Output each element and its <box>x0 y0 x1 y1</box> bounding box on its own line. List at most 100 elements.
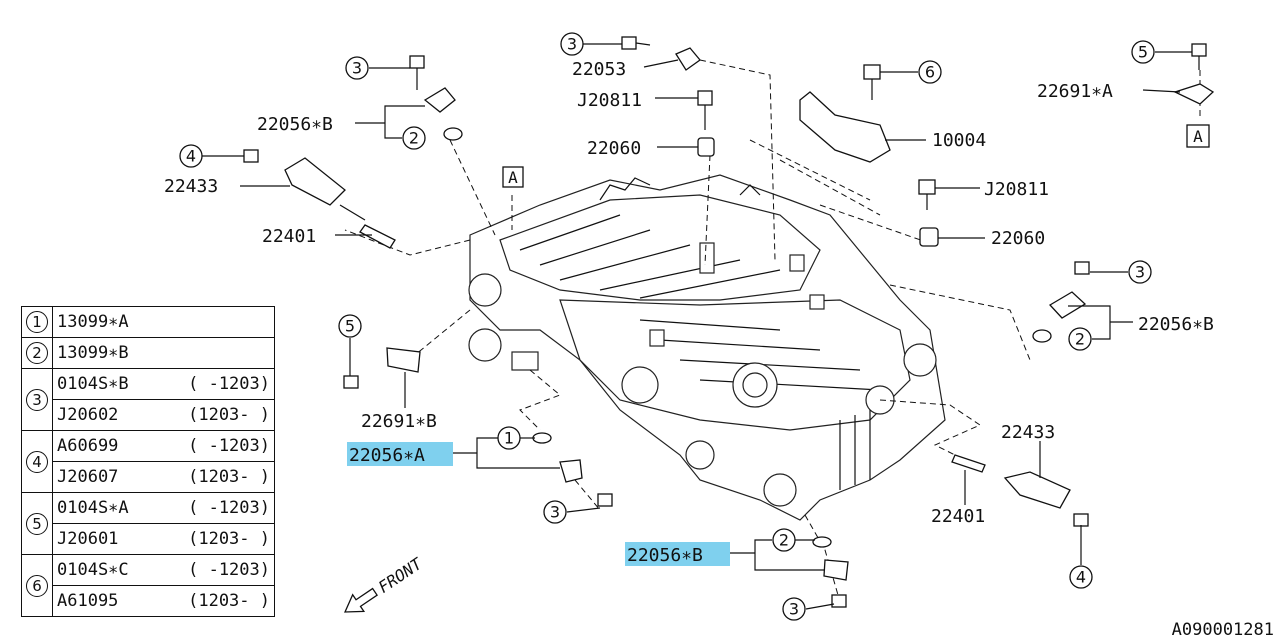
legend-part-code[interactable]: 13099∗B <box>57 343 129 363</box>
legend-callout-number: 4 <box>21 430 53 493</box>
label-22056b-bottom[interactable]: 22056∗B <box>627 545 703 566</box>
legend-date-range: (1203- ) <box>188 467 270 487</box>
legend-part-number[interactable]: J20607 (1203- ) <box>52 461 275 493</box>
label-22060-b[interactable]: 22060 <box>991 228 1045 249</box>
part-ignition-coil-left <box>243 149 366 221</box>
svg-text:4: 4 <box>186 147 196 166</box>
legend-callout-circle: 6 <box>26 574 48 597</box>
label-22691b[interactable]: 22691∗B <box>361 411 437 432</box>
legend-part-number[interactable]: 13099∗A <box>52 306 275 338</box>
label-10004[interactable]: 10004 <box>932 130 986 151</box>
legend-part-code[interactable]: J20602 <box>57 405 119 425</box>
label-22401-right[interactable]: 22401 <box>931 506 985 527</box>
legend-part-code[interactable]: J20607 <box>57 467 119 487</box>
legend-callout-number: 1 <box>21 306 53 338</box>
legend-part-code[interactable]: A61095 <box>57 591 119 611</box>
legend-row: J20602 (1203- ) <box>22 399 275 431</box>
part-bracket-22691a <box>1173 83 1215 105</box>
legend-row: 3 0104S∗B ( -1203) <box>21 368 275 431</box>
label-22060-a[interactable]: 22060 <box>587 138 641 159</box>
legend-row: J20601(1203- ) <box>22 523 275 555</box>
legend-callout-number: 5 <box>21 492 53 555</box>
part-bracket-10004 <box>799 64 891 163</box>
part-ignition-coil-right <box>1003 471 1089 527</box>
svg-text:3: 3 <box>789 600 799 619</box>
legend-row: A61095 (1203- ) <box>22 585 275 617</box>
callout-5-left: 5 <box>338 314 362 338</box>
label-22433-right[interactable]: 22433 <box>1001 422 1055 443</box>
legend-part-code[interactable]: 0104S∗A <box>57 498 129 518</box>
callout-3-bottom: 3 <box>782 597 806 621</box>
legend-date-range: (1203- ) <box>188 591 270 611</box>
dashed-leader-lines <box>344 59 1201 596</box>
legend-callout-number: 2 <box>21 337 53 369</box>
svg-text:6: 6 <box>925 63 935 82</box>
label-22056b-right[interactable]: 22056∗B <box>1138 314 1214 335</box>
legend-part-number[interactable]: 0104S∗C( -1203) <box>52 554 275 586</box>
legend-row: J20607 (1203- ) <box>22 461 275 493</box>
ref-box-a-engine: A <box>502 166 524 188</box>
legend-date-range: ( -1203) <box>188 374 270 394</box>
legend-part-code[interactable]: A60699 <box>57 436 119 456</box>
part-spark-plug-left <box>359 224 396 249</box>
part-cam-sensor-bottom <box>812 536 849 608</box>
svg-text:3: 3 <box>550 503 560 522</box>
svg-text:2: 2 <box>409 129 419 148</box>
legend-part-number[interactable]: J20601(1203- ) <box>52 523 275 555</box>
label-22401-left[interactable]: 22401 <box>262 226 316 247</box>
label-j20811-b[interactable]: J20811 <box>984 179 1049 200</box>
callout-4-right: 4 <box>1069 565 1093 589</box>
callout-5-top: 5 <box>1131 40 1155 64</box>
legend-part-code[interactable]: 0104S∗C <box>57 560 129 580</box>
legend-date-range: ( -1203) <box>188 436 270 456</box>
svg-text:3: 3 <box>567 35 577 54</box>
label-22691a[interactable]: 22691∗A <box>1037 81 1113 102</box>
svg-text:4: 4 <box>1076 568 1086 587</box>
callout-leaders <box>202 43 1192 610</box>
highlight-22056a <box>347 442 453 466</box>
legend-callout-number: 6 <box>21 554 53 617</box>
svg-text:5: 5 <box>1138 43 1148 62</box>
legend-part-number[interactable]: A61095 (1203- ) <box>52 585 275 617</box>
legend-part-number[interactable]: A60699 ( -1203) <box>52 430 275 462</box>
svg-text:3: 3 <box>352 59 362 78</box>
legend-part-number[interactable]: 0104S∗A ( -1203) <box>52 492 275 524</box>
front-label: FRONT <box>375 553 427 596</box>
ref-box-a-top: A <box>1186 124 1210 148</box>
callout-2-bottom: 2 <box>772 528 796 552</box>
engine-cylinder-head-drawing <box>468 174 946 521</box>
callout-3-right: 3 <box>1128 260 1152 284</box>
front-arrow: FRONT <box>343 553 427 613</box>
svg-text:3: 3 <box>1135 263 1145 282</box>
legend-part-code[interactable]: 13099∗A <box>57 312 129 332</box>
legend-part-code[interactable]: J20601 <box>57 529 119 549</box>
legend-date-range: ( -1203) <box>188 498 270 518</box>
part-cam-sensor-right <box>1032 261 1090 343</box>
legend-row: 2 13099∗B <box>21 337 275 369</box>
part-cam-sensor-left <box>409 55 463 141</box>
legend-callout-circle: 3 <box>26 388 48 411</box>
callout-3-left: 3 <box>345 56 369 80</box>
label-22056b-left[interactable]: 22056∗B <box>257 114 333 135</box>
legend-part-number[interactable]: J20602 (1203- ) <box>52 399 275 431</box>
legend-part-number[interactable]: 13099∗B <box>52 337 275 369</box>
callout-2-right: 2 <box>1068 327 1092 351</box>
legend-part-code[interactable]: 0104S∗B <box>57 374 129 394</box>
label-22433-left[interactable]: 22433 <box>164 176 218 197</box>
label-22056a[interactable]: 22056∗A <box>349 445 425 466</box>
part-bolt-j20811-b <box>918 179 936 210</box>
svg-text:5: 5 <box>345 317 355 336</box>
label-j20811-a[interactable]: J20811 <box>577 90 642 111</box>
svg-text:2: 2 <box>779 531 789 550</box>
part-crank-sensor-22056a <box>532 432 613 507</box>
callout-4-left: 4 <box>179 144 203 168</box>
label-22053[interactable]: 22053 <box>572 59 626 80</box>
legend-part-number[interactable]: 0104S∗B ( -1203) <box>52 368 275 400</box>
svg-text:A: A <box>508 168 518 187</box>
svg-text:A: A <box>1193 127 1203 146</box>
legend-date-range: (1203- ) <box>188 405 270 425</box>
legend-callout-circle: 2 <box>26 342 48 364</box>
svg-text:2: 2 <box>1075 330 1085 349</box>
